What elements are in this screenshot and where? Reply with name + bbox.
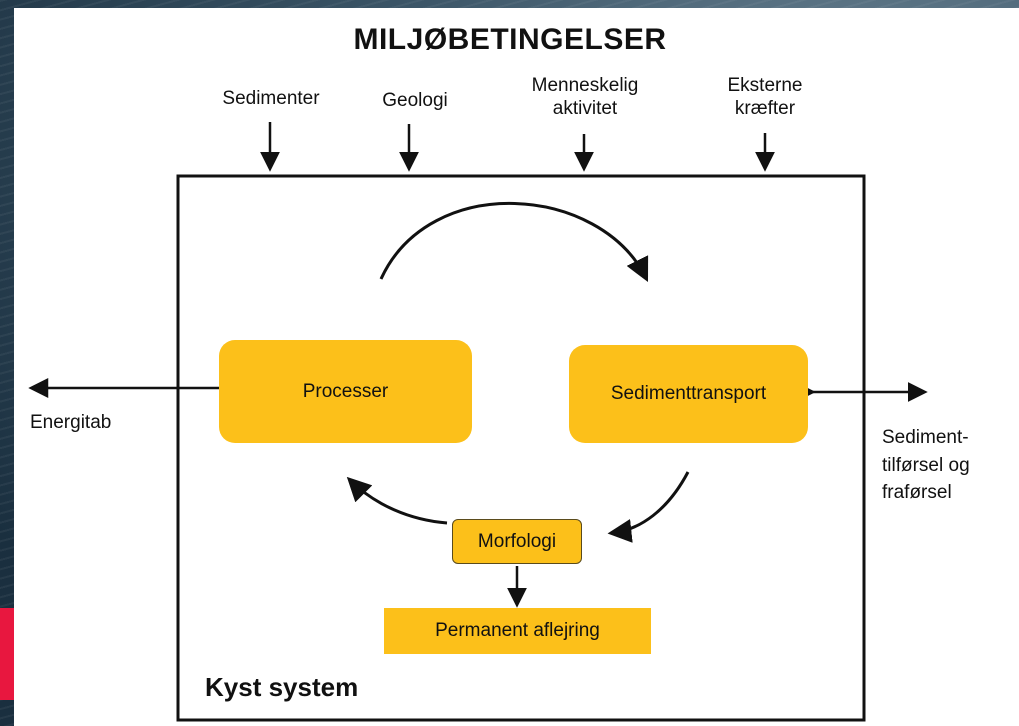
cycle-arrow-bottom-left — [346, 476, 448, 525]
box-processer: Processer — [219, 340, 472, 443]
factor-menneskelig-aktivitet: Menneskelig aktivitet — [531, 75, 639, 119]
cycle-arrow-top — [379, 202, 649, 283]
box-morfologi: Morfologi — [452, 519, 582, 564]
label-kyst-system: Kyst system — [205, 672, 359, 702]
cycle-arrow-bottom-right — [607, 471, 690, 543]
box-permanent-aflejring: Permanent aflejring — [384, 608, 651, 654]
box-sedimenttransport: Sedimenttransport — [569, 345, 808, 443]
factor-geologi: Geologi — [382, 90, 448, 111]
label-sediment-tilforsel: Sediment-tilførsel og fraførsel — [882, 427, 970, 504]
factor-eksterne-kraefter: Eksterne kræfter — [727, 75, 803, 119]
factor-sedimenter: Sedimenter — [222, 88, 320, 109]
red-accent-bar — [0, 608, 14, 700]
kyst-system-boundary — [176, 174, 866, 722]
label-energitab: Energitab — [30, 412, 112, 433]
diagram-title: MILJØBETINGELSER — [353, 23, 667, 56]
